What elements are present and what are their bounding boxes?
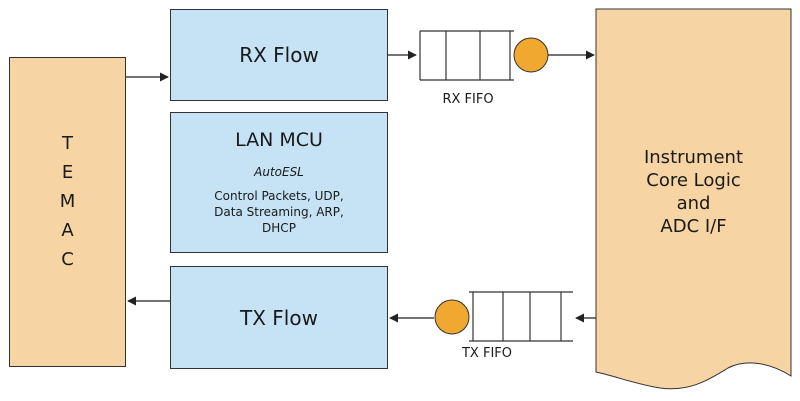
- temac-letter: M: [59, 191, 76, 212]
- lan-mcu-detail-line: Control Packets, UDP,: [214, 189, 344, 203]
- tx-fifo-circle: [434, 299, 470, 335]
- temac-letter: T: [62, 133, 73, 154]
- lan-mcu-subtitle: AutoESL: [254, 165, 304, 179]
- temac-letter: E: [61, 162, 74, 183]
- rx-flow-label: RX Flow: [239, 43, 319, 67]
- core-logic-line: ADC I/F: [660, 216, 727, 237]
- lan-mcu-details: Control Packets, UDP, Data Streaming, AR…: [171, 188, 387, 236]
- tx-fifo-queue: [469, 291, 573, 342]
- lan-mcu-detail-line: Data Streaming, ARP,: [214, 205, 344, 219]
- core-logic-line: Core Logic: [646, 170, 741, 191]
- rx-fifo-label: RX FIFO: [442, 92, 494, 107]
- temac-block: T E M A C: [9, 57, 126, 367]
- core-logic-block: [595, 8, 792, 390]
- rx-fifo-circle: [513, 37, 549, 73]
- core-logic-line: Instrument: [643, 147, 744, 168]
- lan-mcu-block: LAN MCU AutoESL Control Packets, UDP, Da…: [170, 112, 388, 253]
- temac-letter: A: [61, 220, 74, 241]
- tx-flow-block: TX Flow: [170, 266, 388, 369]
- tx-fifo-label: TX FIFO: [461, 346, 512, 361]
- rx-fifo-queue: [419, 30, 514, 81]
- core-logic-label: Instrument Core Logic and ADC I/F: [596, 146, 791, 238]
- rx-flow-block: RX Flow: [170, 9, 388, 101]
- lan-mcu-detail-line: DHCP: [262, 221, 296, 235]
- lan-mcu-title: LAN MCU: [235, 129, 323, 151]
- tx-flow-label: TX Flow: [240, 305, 318, 330]
- core-logic-line: and: [676, 193, 711, 214]
- temac-letter: C: [61, 249, 74, 270]
